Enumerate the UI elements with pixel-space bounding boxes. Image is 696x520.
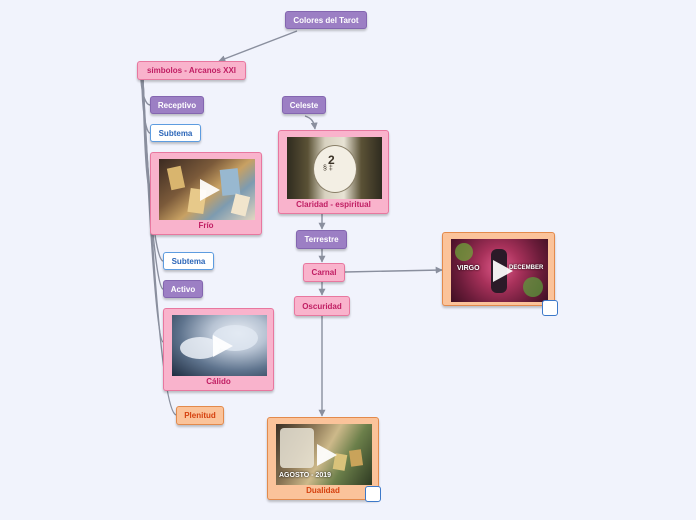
card-caption-calido: Cálido xyxy=(206,377,231,386)
node-activo[interactable]: Activo xyxy=(163,280,203,298)
node-oscuridad[interactable]: Oscuridad xyxy=(294,296,350,316)
card-caption-dualidad: Dualidad xyxy=(306,486,340,495)
card-calido[interactable]: Cálido xyxy=(163,308,274,391)
play-icon[interactable] xyxy=(317,443,337,466)
thumbnail-dualidad: AGOSTO - 2019 xyxy=(276,424,372,485)
node-terrestre[interactable]: Terrestre xyxy=(296,230,347,249)
note-icon[interactable] xyxy=(542,300,558,316)
node-carnal[interactable]: Carnal xyxy=(303,263,345,282)
card-frio[interactable]: Frío xyxy=(150,152,262,235)
card-caption-claridad: Claridad - espiritual xyxy=(296,200,371,209)
play-icon[interactable] xyxy=(200,178,220,201)
play-icon[interactable] xyxy=(212,334,233,357)
node-subtema-1[interactable]: Subtema xyxy=(150,124,201,142)
card-claridad-espiritual[interactable]: 2 § ‡ Claridad - espiritual xyxy=(278,130,389,214)
thumbnail-claridad: 2 § ‡ xyxy=(287,137,382,199)
card-dualidad[interactable]: AGOSTO - 2019 Dualidad xyxy=(267,417,379,500)
note-icon[interactable] xyxy=(365,486,381,502)
node-simbolos-arcanos[interactable]: símbolos - Arcanos XXI xyxy=(137,61,246,80)
thumbnail-frio xyxy=(159,159,255,220)
thumbnail-text-left: VIRGO xyxy=(457,265,480,272)
thumbnail-text-right: DECEMBER xyxy=(509,265,544,271)
card-virgo[interactable]: VIRGO DECEMBER xyxy=(442,232,555,306)
node-celeste[interactable]: Celeste xyxy=(282,96,326,114)
thumbnail-virgo: VIRGO DECEMBER xyxy=(451,239,548,302)
node-plenitud[interactable]: Plenitud xyxy=(176,406,224,425)
thumbnail-calido xyxy=(172,315,267,376)
card-caption-frio: Frío xyxy=(198,221,214,230)
root-node-colores-del-tarot[interactable]: Colores del Tarot xyxy=(285,11,367,29)
node-subtema-2[interactable]: Subtema xyxy=(163,252,214,270)
thumbnail-text-agosto: AGOSTO - 2019 xyxy=(279,472,332,479)
play-icon[interactable] xyxy=(492,259,513,282)
node-receptivo[interactable]: Receptivo xyxy=(150,96,204,114)
